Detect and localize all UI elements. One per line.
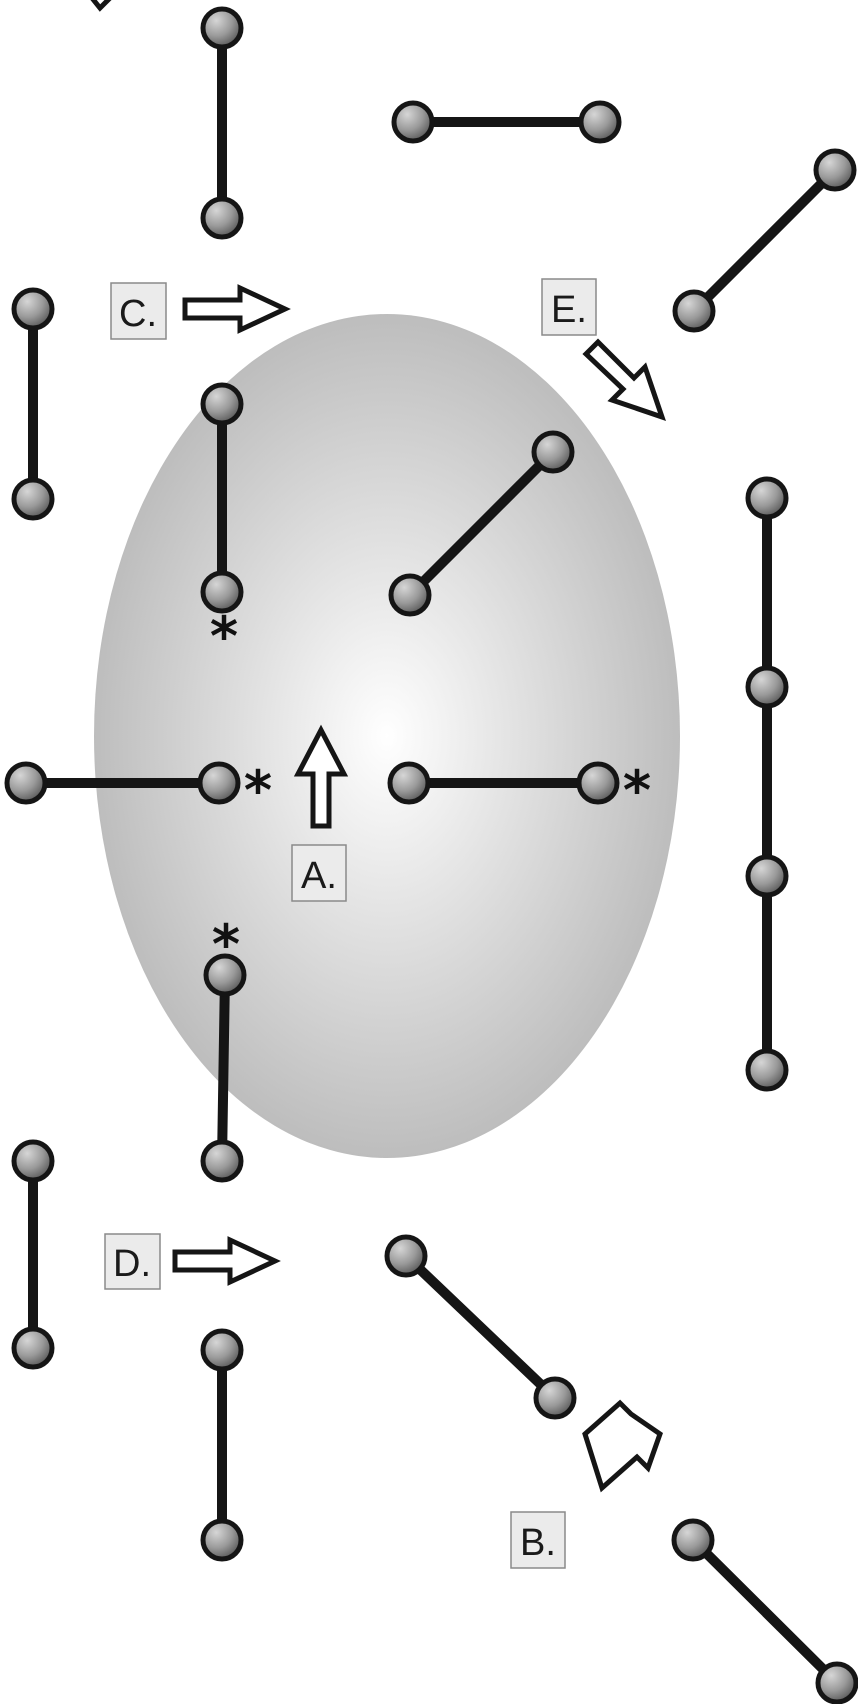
label-d: D.	[104, 1233, 161, 1290]
arrow-a	[293, 724, 349, 829]
bead	[200, 1139, 244, 1183]
bead	[391, 100, 435, 144]
bead	[578, 100, 622, 144]
dumbbell-molecule	[200, 1328, 244, 1562]
bond-line	[217, 970, 230, 1166]
arrow-e	[582, 338, 667, 422]
bead	[813, 148, 857, 192]
cell-body	[94, 314, 680, 1158]
label-c-text: C.	[119, 293, 157, 335]
bead	[745, 854, 789, 898]
dumbbell-molecule	[387, 761, 620, 805]
bead	[200, 196, 244, 240]
arrow-d	[172, 1236, 281, 1286]
bead	[533, 1376, 577, 1420]
marker-asterisk: *	[244, 759, 272, 822]
dumbbell-molecule	[672, 148, 857, 333]
dumbbell-molecule	[11, 287, 55, 521]
bead	[531, 430, 575, 474]
bead	[4, 761, 48, 805]
bead	[671, 1518, 715, 1562]
arrow-b	[582, 1399, 663, 1493]
label-d-text: D.	[113, 1243, 151, 1285]
bead	[745, 476, 789, 520]
label-b: B.	[510, 1511, 566, 1569]
bead	[11, 1326, 55, 1370]
label-a: A.	[291, 844, 347, 902]
bead	[200, 1328, 244, 1372]
bead	[745, 1048, 789, 1092]
marker-asterisk: *	[210, 605, 238, 668]
bead	[203, 953, 247, 997]
bead	[11, 1139, 55, 1183]
bead	[11, 477, 55, 521]
dumbbell-molecule	[11, 1139, 55, 1370]
dumbbell-molecule	[391, 100, 622, 144]
bead	[384, 1234, 428, 1278]
bond-line	[689, 165, 840, 316]
bead	[200, 570, 244, 614]
label-e-text: E.	[551, 289, 587, 331]
bead	[815, 1661, 858, 1704]
marker-asterisk: *	[623, 759, 651, 822]
dumbbell-molecule	[4, 761, 241, 805]
bead	[745, 665, 789, 709]
dumbbell-molecule	[200, 6, 244, 240]
arrow-c	[182, 284, 291, 334]
marker-asterisk: *	[212, 913, 240, 976]
dumbbell-group	[4, 6, 858, 1704]
dumbbell-molecule	[200, 382, 244, 614]
bond-line	[688, 1535, 842, 1688]
chain-molecule	[745, 476, 789, 1092]
bead	[197, 761, 241, 805]
bead	[11, 287, 55, 331]
label-c: C.	[110, 282, 167, 340]
label-a-text: A.	[301, 855, 337, 897]
bond-line	[401, 1251, 560, 1403]
cropped-arrow-top	[90, 0, 112, 12]
bond-line	[405, 447, 558, 600]
bead	[200, 382, 244, 426]
bead	[387, 761, 431, 805]
bead	[200, 1518, 244, 1562]
bead	[200, 6, 244, 50]
dumbbell-molecule	[384, 1234, 577, 1420]
label-e: E.	[541, 278, 597, 336]
label-b-text: B.	[520, 1522, 556, 1564]
dumbbell-molecule	[388, 430, 575, 617]
dumbbell-molecule	[200, 953, 247, 1183]
dumbbell-molecule	[671, 1518, 858, 1704]
bead	[576, 761, 620, 805]
bead	[388, 573, 432, 617]
bead	[672, 289, 716, 333]
